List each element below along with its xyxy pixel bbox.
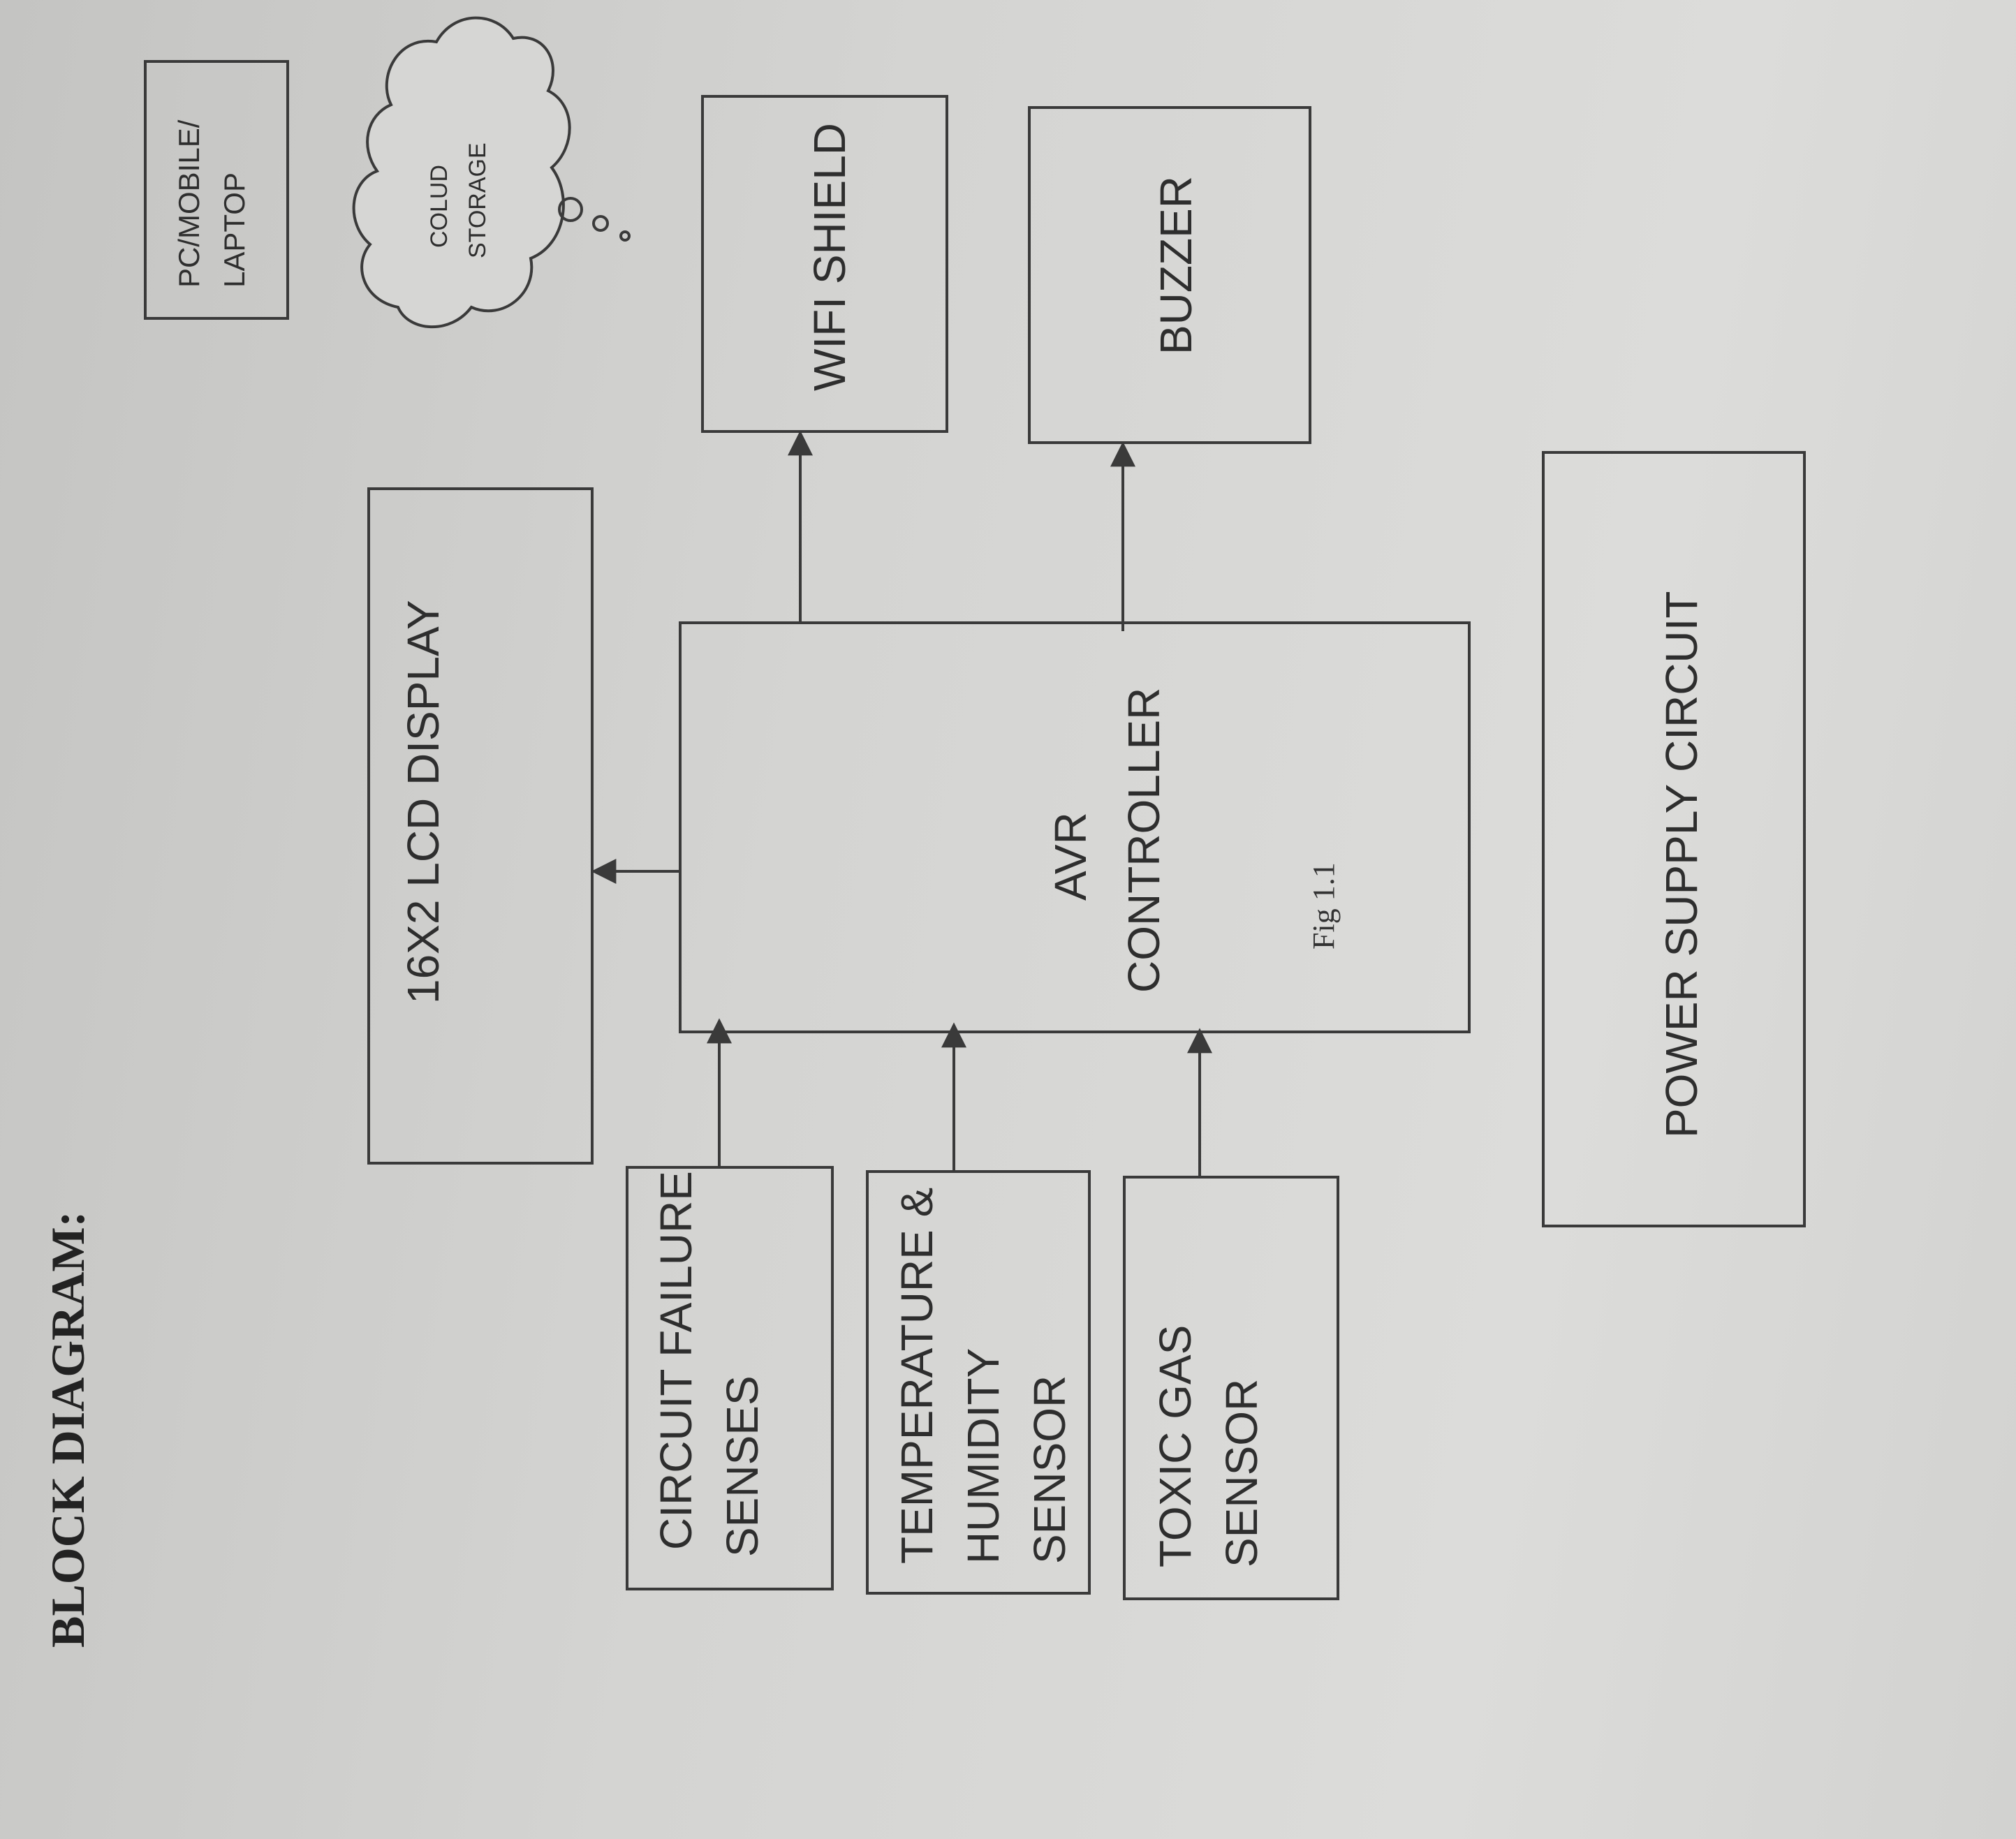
circuit-failure-label-line-2: SENSES: [717, 1375, 767, 1557]
lcd-display-block: 16X2 LCD DISPLAY: [367, 487, 594, 1165]
toxic-gas-label-line-1: TOXIC GAS: [1150, 1325, 1200, 1567]
temperature-humidity-block: TEMPERATURE & HUMIDITY SENSOR: [866, 1170, 1091, 1595]
figure-caption: Fig 1.1: [1307, 862, 1341, 950]
power-supply-block: POWER SUPPLY CIRCUIT: [1542, 451, 1806, 1227]
pc-label-line-2: LAPTOP: [218, 172, 251, 288]
avr-controller-block: AVR CONTROLLER: [679, 621, 1471, 1033]
pc-mobile-laptop-block: PC/MOBILE/ LAPTOP: [144, 60, 289, 320]
circuit-failure-block: CIRCUIT FAILURE SENSES: [626, 1166, 834, 1590]
avr-label-line-1: AVR: [1045, 812, 1096, 901]
cloud-label-line-2: STORAGE: [464, 142, 491, 258]
temperature-label-line-1: TEMPERATURE &: [892, 1188, 942, 1564]
circuit-failure-label-line-1: CIRCUIT FAILURE: [651, 1171, 701, 1550]
temperature-label-line-2: HUMIDITY: [958, 1348, 1008, 1564]
buzzer-block: BUZZER: [1028, 106, 1311, 444]
pc-label-line-1: PC/MOBILE/: [172, 119, 205, 288]
temperature-label-line-3: SENSOR: [1024, 1375, 1075, 1564]
cloud-storage-block: COLUD STORAGE: [352, 16, 631, 329]
cloud-label-line-1: COLUD: [426, 165, 453, 248]
avr-label-line-2: CONTROLLER: [1119, 688, 1169, 993]
buzzer-label: BUZZER: [1151, 176, 1201, 355]
power-supply-label: POWER SUPPLY CIRCUIT: [1656, 591, 1707, 1138]
wifi-shield-block: WIFI SHIELD: [701, 95, 948, 433]
heading: BLOCK DIAGRAM:: [41, 1211, 94, 1648]
toxic-gas-block: TOXIC GAS SENSOR: [1123, 1176, 1339, 1600]
wifi-shield-label: WIFI SHIELD: [804, 123, 855, 391]
lcd-display-label: 16X2 LCD DISPLAY: [398, 600, 448, 1004]
toxic-gas-label-line-2: SENSOR: [1216, 1379, 1267, 1567]
